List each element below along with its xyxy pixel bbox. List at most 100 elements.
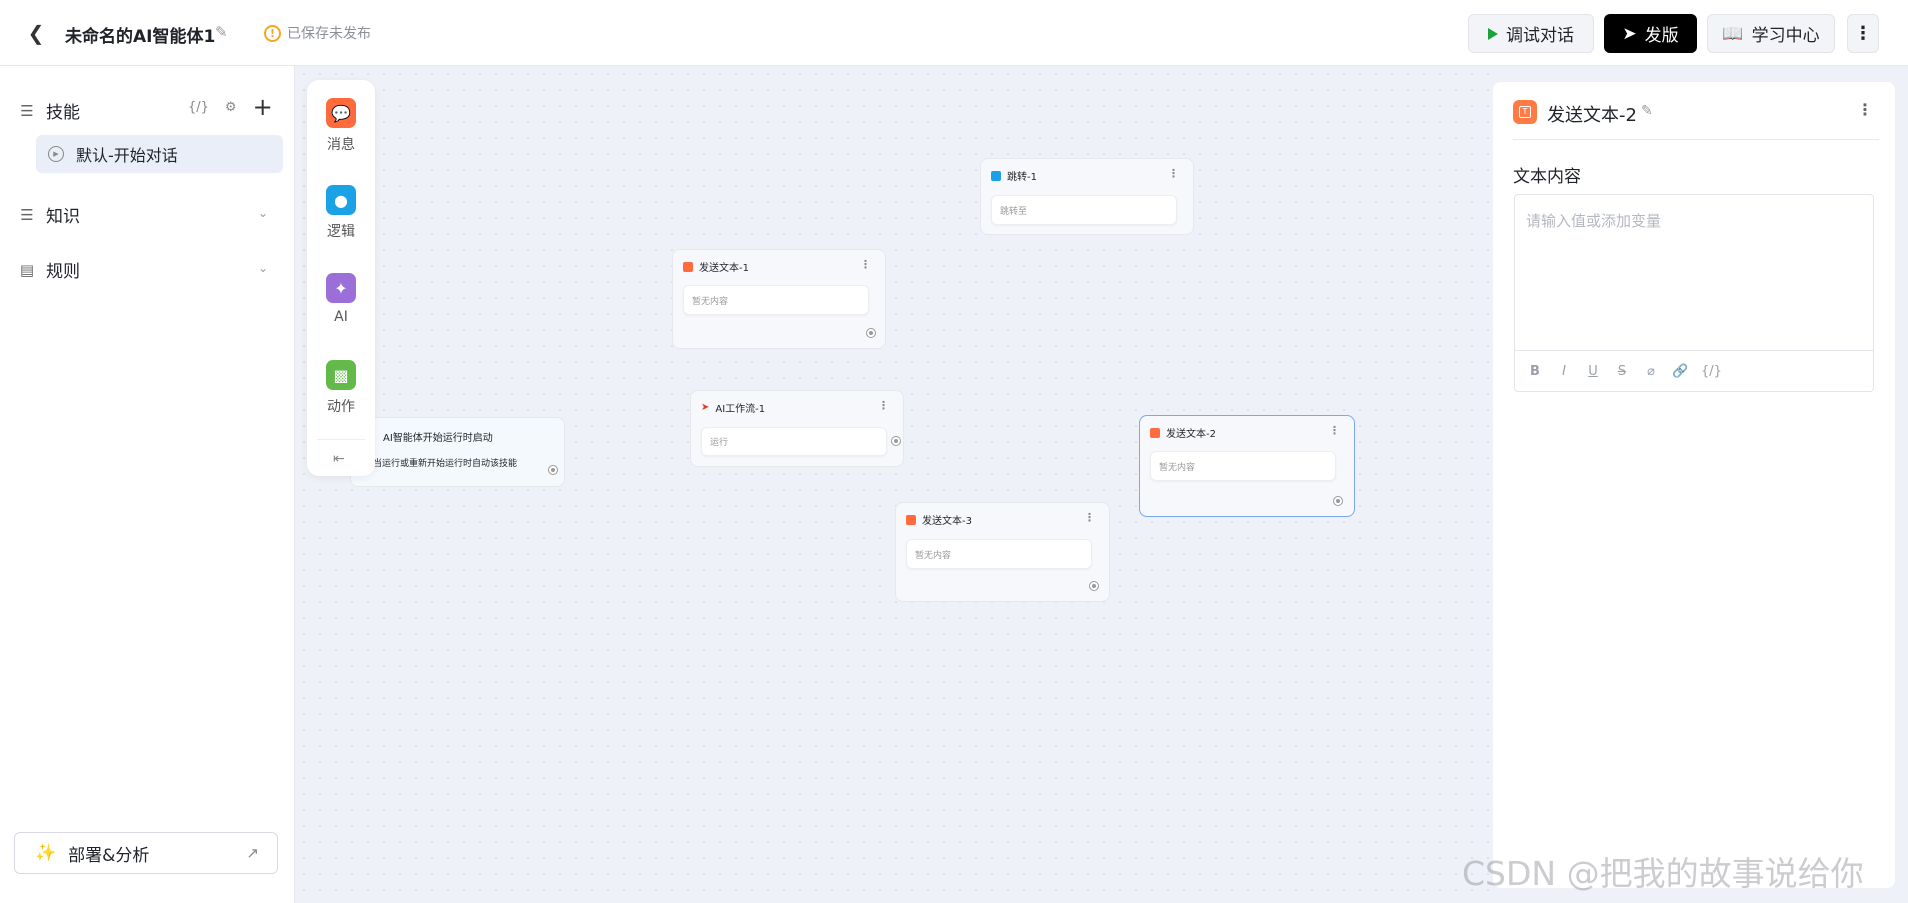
jump-icon xyxy=(991,170,1001,181)
palette-label: 动作 xyxy=(327,399,355,415)
italic-icon[interactable]: I xyxy=(1562,363,1566,379)
arrow-up-right-icon: ↗ xyxy=(246,844,259,862)
chevron-down-icon[interactable]: ⌄ xyxy=(258,206,269,220)
flow-node-send-text-1[interactable]: 发送文本-1 ⋮ 暂无内容 xyxy=(672,249,886,349)
editor-toolbar: B I U S ⌀ 🔗 {/} xyxy=(1515,350,1873,391)
chevron-down-icon[interactable]: ⌄ xyxy=(258,261,269,275)
palette-item-action[interactable]: ▩ 动作 xyxy=(307,360,375,416)
node-menu-icon[interactable]: ⋮ xyxy=(1084,511,1095,524)
palette-item-message[interactable]: 💬 消息 xyxy=(307,98,375,154)
node-title: 发送文本-3 xyxy=(922,516,972,527)
pencil-icon[interactable]: ✎ xyxy=(215,23,228,41)
node-title: 跳转-1 xyxy=(1007,172,1037,183)
text-content-editor[interactable]: 请输入值或添加变量 B I U S ⌀ 🔗 {/} xyxy=(1514,194,1874,392)
node-header: ➤ AI工作流-1 xyxy=(701,400,765,415)
skill-item-label: 默认-开始对话 xyxy=(76,146,178,165)
variable-icon[interactable]: {/} xyxy=(1701,363,1722,379)
flow-node-send-text-3[interactable]: 发送文本-3 ⋮ 暂无内容 xyxy=(895,502,1110,602)
bold-icon[interactable]: B xyxy=(1530,363,1540,379)
debug-chat-button[interactable]: 调试对话 xyxy=(1468,14,1594,53)
underline-icon[interactable]: U xyxy=(1588,363,1598,379)
skills-section-header[interactable]: ☰ 技能 xyxy=(18,98,80,124)
layers-icon: ☰ xyxy=(20,205,34,224)
more-menu-icon[interactable]: ⋮ xyxy=(1857,100,1873,119)
knowledge-section-header[interactable]: ☰ 知识 xyxy=(18,202,80,228)
skill-tools: {/} ⚙ + xyxy=(188,93,273,121)
variable-icon[interactable]: {/} xyxy=(188,99,209,115)
node-body[interactable]: 跳转至 xyxy=(991,195,1177,225)
node-properties-panel: T 发送文本-2 ✎ ⋮ 文本内容 请输入值或添加变量 B I U S ⌀ 🔗 … xyxy=(1493,82,1895,888)
wand-icon: ✨ xyxy=(35,843,57,863)
watermark: CSDN @把我的故事说给你 xyxy=(1462,854,1864,893)
flow-node-jump-1[interactable]: 跳转-1 ⋮ 跳转至 xyxy=(980,158,1194,235)
node-body[interactable]: 暂无内容 xyxy=(906,539,1092,569)
node-menu-icon[interactable]: ⋮ xyxy=(860,258,871,271)
text-content-label: 文本内容 xyxy=(1513,167,1581,187)
node-body[interactable]: 暂无内容 xyxy=(1150,451,1336,481)
deploy-analytics-button[interactable]: ✨ 部署&分析 ↗ xyxy=(14,832,278,874)
warning-icon: ! xyxy=(264,24,281,42)
send-icon: ➤ xyxy=(1622,23,1637,44)
learning-center-label: 学习中心 xyxy=(1751,26,1820,46)
knowledge-title: 知识 xyxy=(46,207,80,227)
node-menu-icon[interactable]: ⋮ xyxy=(878,399,889,412)
flow-node-send-text-2[interactable]: 发送文本-2 ⋮ 暂无内容 xyxy=(1139,415,1355,517)
output-port[interactable] xyxy=(1089,581,1099,591)
rules-section-header[interactable]: ▤ 规则 xyxy=(18,257,80,283)
ai-magic-icon: ✦ xyxy=(326,273,356,303)
palette-label: 逻辑 xyxy=(327,224,355,240)
collapse-icon[interactable]: ⇤ xyxy=(333,451,345,467)
output-port[interactable] xyxy=(1333,496,1343,506)
debug-chat-label: 调试对话 xyxy=(1506,26,1574,46)
text-icon xyxy=(683,261,693,272)
add-skill-icon[interactable]: + xyxy=(252,93,273,121)
palette-item-logic[interactable]: ● 逻辑 xyxy=(307,185,375,241)
save-status: ! 已保存未发布 xyxy=(264,23,371,43)
book-icon: 📖 xyxy=(1722,23,1744,44)
palette-item-ai[interactable]: ✦ AI xyxy=(307,273,375,325)
editor-placeholder: 请输入值或添加变量 xyxy=(1526,212,1662,230)
message-icon: 💬 xyxy=(326,98,356,128)
skills-icon: ☰ xyxy=(20,101,34,120)
strikethrough-icon[interactable]: S xyxy=(1617,363,1627,379)
palette-label: AI xyxy=(334,309,348,325)
pencil-icon[interactable]: ✎ xyxy=(1641,103,1653,119)
publish-button[interactable]: ➤ 发版 xyxy=(1604,14,1697,53)
text-icon: T xyxy=(1513,100,1537,124)
play-icon xyxy=(1488,27,1498,40)
node-header: 发送文本-3 xyxy=(906,512,972,527)
learning-center-button[interactable]: 📖 学习中心 xyxy=(1707,14,1835,53)
left-sidebar: ☰ 技能 {/} ⚙ + ▶ 默认-开始对话 ☰ 知识 ⌄ ▤ 规则 ⌄ ✨ 部… xyxy=(0,66,295,903)
publish-label: 发版 xyxy=(1644,26,1679,46)
output-port[interactable] xyxy=(866,328,876,338)
node-description: 当运行或重新开始运行时自动该技能 xyxy=(373,459,518,469)
node-title: 发送文本-1 xyxy=(699,263,749,274)
skill-item-default[interactable]: ▶ 默认-开始对话 xyxy=(36,135,283,173)
flow-node-ai-workflow-1[interactable]: ➤ AI工作流-1 ⋮ 运行 xyxy=(690,390,904,467)
logic-icon: ● xyxy=(326,185,356,215)
page-title: 未命名的AI智能体1 xyxy=(65,27,216,47)
clear-format-icon[interactable]: ⌀ xyxy=(1647,363,1655,379)
link-icon[interactable]: 🔗 xyxy=(1672,363,1689,379)
node-title: AI工作流-1 xyxy=(715,404,766,415)
plugin-icon[interactable]: ⚙ xyxy=(224,99,237,115)
node-body[interactable]: 暂无内容 xyxy=(683,285,869,315)
output-port[interactable] xyxy=(891,436,901,446)
node-title: AI智能体开始运行时启动 xyxy=(383,433,493,444)
node-menu-icon[interactable]: ⋮ xyxy=(1329,424,1340,437)
node-header: 发送文本-1 xyxy=(683,259,749,274)
node-palette: 💬 消息 ● 逻辑 ✦ AI ▩ 动作 ⇤ xyxy=(307,80,375,476)
action-icon: ▩ xyxy=(326,360,356,390)
node-menu-icon[interactable]: ⋮ xyxy=(1168,167,1179,180)
rules-title: 规则 xyxy=(46,262,80,282)
deploy-analytics-label: 部署&分析 xyxy=(68,845,150,866)
flow-node-start[interactable]: AI智能体开始运行时启动 当运行或重新开始运行时自动该技能 xyxy=(350,417,565,487)
list-icon: ▤ xyxy=(19,260,35,279)
node-body[interactable]: 运行 xyxy=(701,427,887,456)
divider xyxy=(1513,139,1879,140)
workflow-icon: ➤ xyxy=(701,402,710,413)
chevron-left-icon[interactable]: ❮ xyxy=(27,21,45,45)
output-port[interactable] xyxy=(548,465,558,475)
more-menu-icon[interactable]: ⋮ xyxy=(1847,14,1879,53)
node-title: 发送文本-2 xyxy=(1166,429,1216,440)
